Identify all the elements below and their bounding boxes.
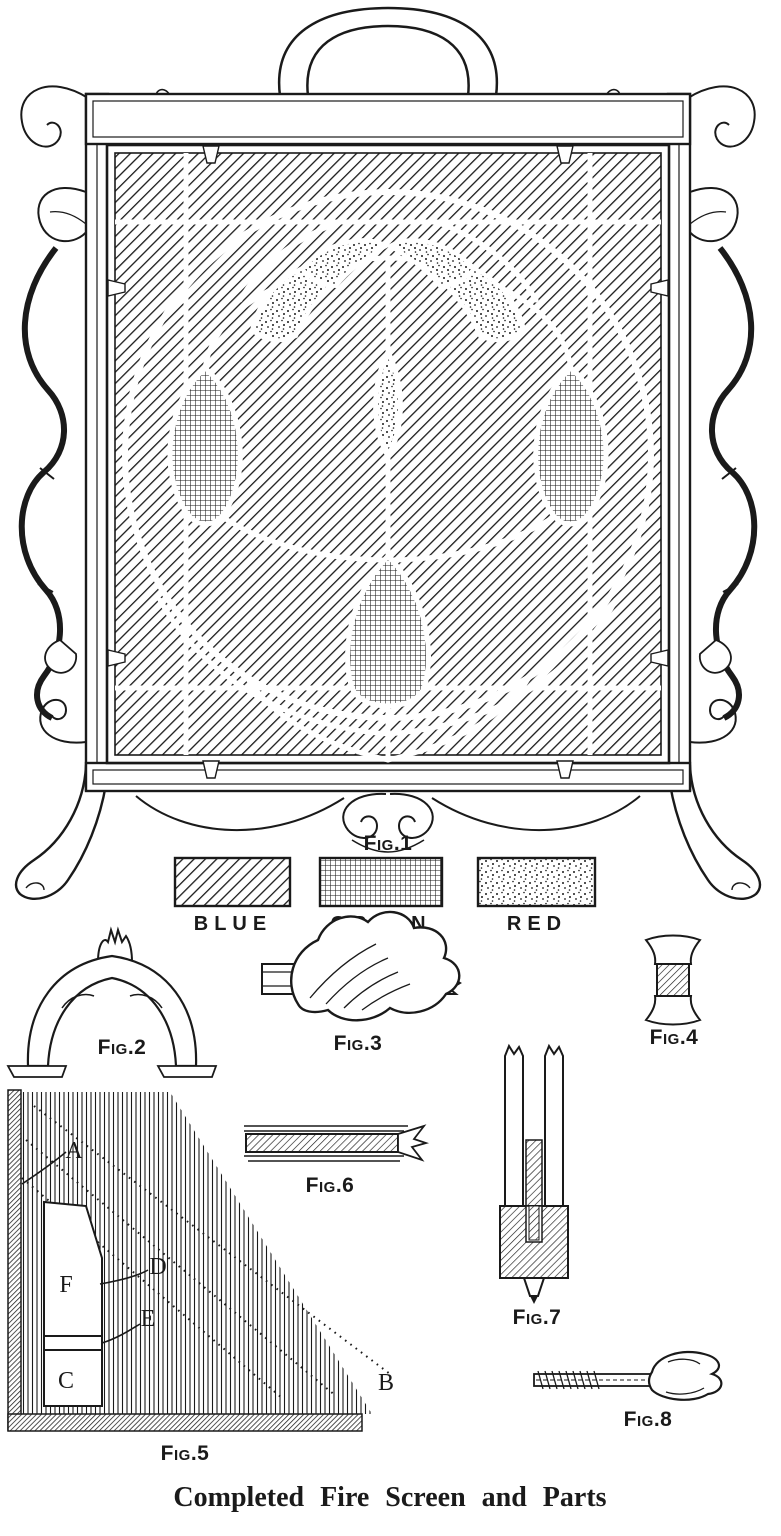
callout-leader-lines [21, 1151, 149, 1344]
fig6-label: Fig.6 [306, 1174, 355, 1197]
legend-label-red: RED [507, 913, 567, 935]
legend-swatch-blue [173, 856, 292, 908]
shaded-area [20, 1092, 372, 1414]
part-c-block [43, 1349, 103, 1407]
figure-4-spool-connector: Fig.4 [644, 934, 702, 1049]
figure-2-leg-bracket: Fig.2 [6, 926, 218, 1078]
fig3-label: Fig.3 [334, 1032, 383, 1055]
figure-5-corner-section: A D E B F C Fig.5 [7, 1089, 394, 1465]
figure-3-leaf-ornament: Fig.3 [261, 910, 462, 1055]
bud-red-center [373, 346, 403, 462]
fig1-label: Fig.1 [364, 832, 413, 855]
callout-a: A [65, 1138, 83, 1164]
part-e-strip [43, 1335, 103, 1351]
legend-swatch-red [476, 856, 597, 908]
left-frame-bar [7, 1089, 22, 1431]
part-f-shape [43, 1200, 103, 1337]
callout-d: D [149, 1254, 166, 1280]
bottom-frame-bar [7, 1413, 363, 1432]
legend-swatch-green [318, 856, 444, 908]
callout-c: C [58, 1368, 74, 1394]
callout-f: F [59, 1272, 72, 1298]
callout-b: B [378, 1370, 394, 1396]
page-caption: Completed Fire Screen and Parts [173, 1482, 606, 1513]
fig2-label: Fig.2 [98, 1036, 147, 1059]
figure-8-ornamental-screw: Fig.8 [533, 1350, 723, 1431]
legend-label-blue: BLUE [194, 913, 272, 935]
tulip-green-center [345, 552, 431, 709]
screen-panel [105, 143, 671, 779]
fig4-label: Fig.4 [650, 1026, 699, 1049]
screen-frame [84, 92, 692, 793]
fig7-label: Fig.7 [513, 1306, 562, 1329]
fig8-label: Fig.8 [624, 1408, 673, 1431]
fire-screen-figure [16, 6, 760, 899]
dotted-ray-lines [21, 1105, 391, 1399]
top-handle [277, 6, 499, 98]
figure-6-rail-section: Fig.6 [244, 1124, 430, 1197]
callout-e: E [141, 1306, 156, 1332]
panel-clips [107, 145, 669, 779]
figure-7-post-joint: Fig.7 [499, 1043, 569, 1329]
fig5-label: Fig.5 [161, 1442, 210, 1465]
